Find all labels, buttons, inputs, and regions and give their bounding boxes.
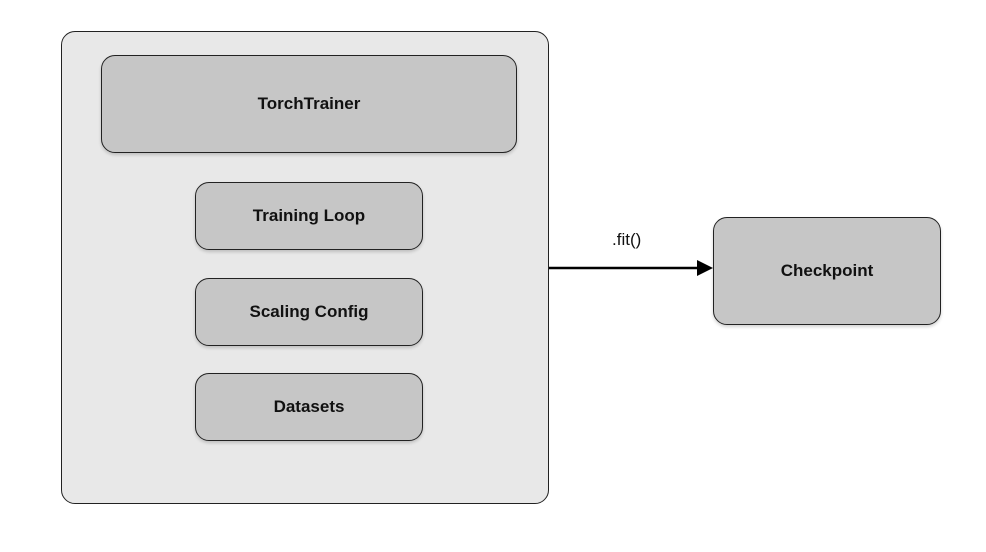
training-loop-label: Training Loop [252,206,366,225]
torchtrainer-label: TorchTrainer [257,94,361,113]
datasets-label: Datasets [273,397,345,416]
checkpoint-node: Checkpoint [713,217,941,325]
datasets-node: Datasets [195,373,423,441]
training-loop-node: Training Loop [195,182,423,250]
fit-edge-label: .fit() [612,230,642,249]
scaling-config-node: Scaling Config [195,278,423,346]
checkpoint-label: Checkpoint [780,261,874,280]
fit-arrow [549,260,713,276]
fit-arrowhead [697,260,713,276]
scaling-config-label: Scaling Config [249,302,369,321]
torchtrainer-node: TorchTrainer [101,55,517,153]
